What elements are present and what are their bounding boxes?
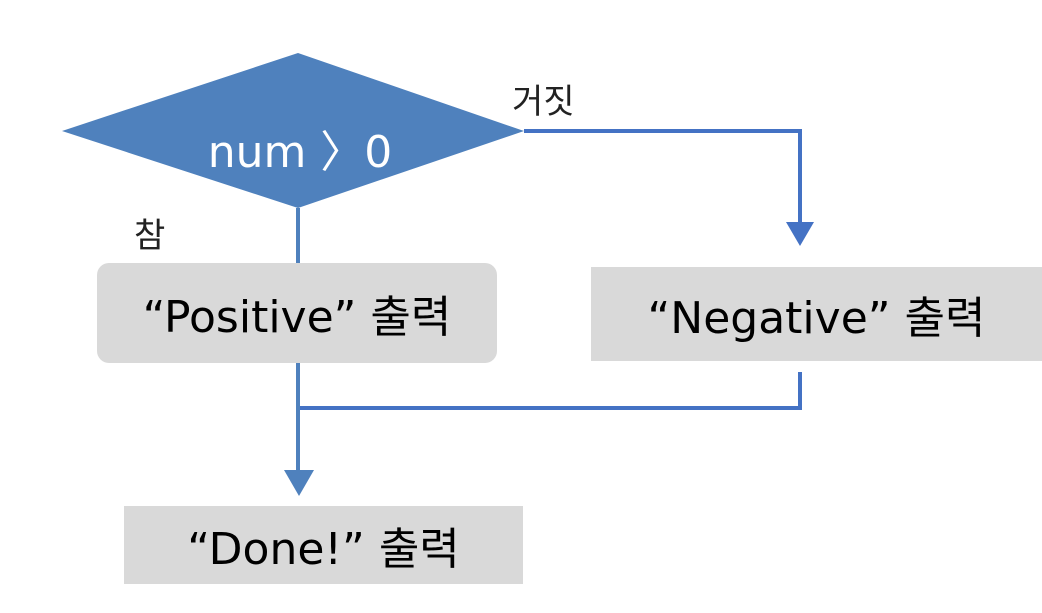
merge-connector	[298, 372, 802, 410]
false-branch-arrowhead	[786, 222, 814, 246]
negative-output-box: “Negative” 출력	[591, 267, 1042, 361]
done-output-box: “Done!” 출력	[124, 506, 523, 584]
done-output-text: “Done!” 출력	[187, 524, 460, 575]
false-branch-label: 거짓	[512, 82, 575, 122]
positive-output-box: “Positive” 출력	[97, 263, 497, 363]
done-arrowhead	[284, 470, 314, 496]
decision-diamond	[62, 53, 524, 208]
true-branch-label: 참	[134, 216, 166, 256]
positive-output-text: “Positive” 출력	[142, 292, 452, 343]
decision-condition-text: num 〉0	[207, 127, 393, 178]
negative-output-text: “Negative” 출력	[647, 293, 986, 344]
false-branch-connector	[524, 129, 802, 223]
